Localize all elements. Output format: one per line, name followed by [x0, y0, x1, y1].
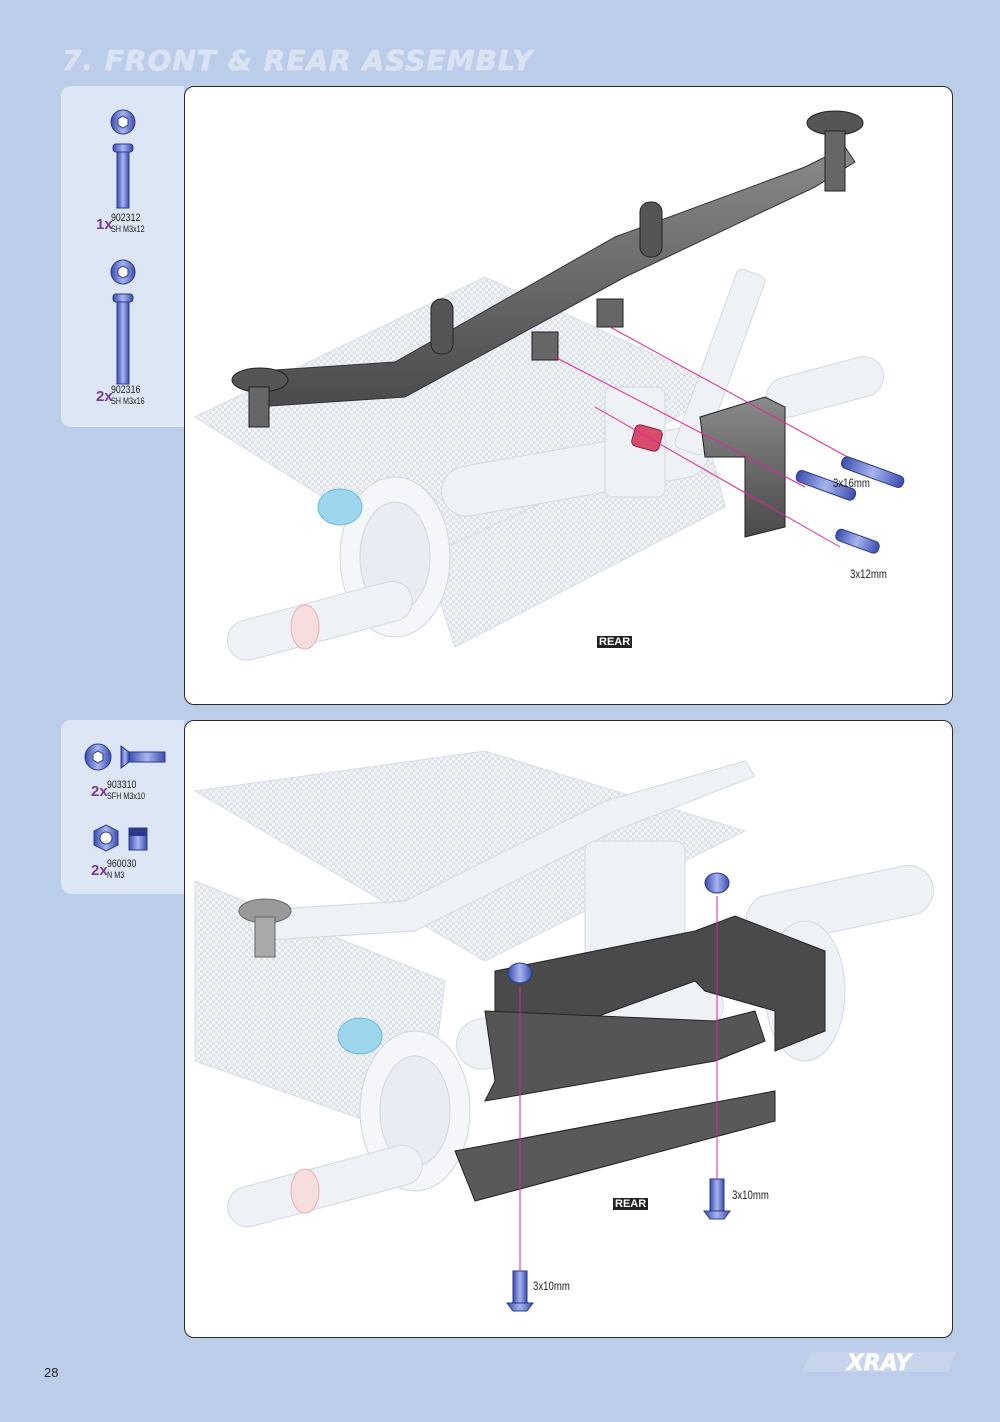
part-code: 902316 SH M3x16 — [111, 385, 145, 407]
part-desc: SH M3x12 — [111, 224, 145, 234]
part-desc: SH M3x16 — [111, 396, 145, 406]
socket-head-screw-icon — [110, 109, 136, 209]
flat-head-screw-icon — [84, 743, 166, 771]
step1-illustration-panel: 3x16mm 3x12mm REAR — [184, 86, 953, 705]
part-qty: 2x — [91, 862, 108, 879]
page-title: 7. FRONT & REAR ASSEMBLY — [62, 44, 534, 77]
parts-box-step2: 2x 903310 SFH M3x10 2x 960030 N M3 — [61, 720, 184, 894]
part-number: 902316 — [111, 384, 141, 396]
part-code: 902312 SH M3x12 — [111, 213, 145, 235]
part-qty: 2x — [91, 783, 108, 800]
dimension-label: 3x12mm — [850, 567, 887, 581]
part-qty: 1x — [96, 216, 113, 233]
orientation-label-text: REAR — [613, 1198, 649, 1210]
page-number: 28 — [44, 1365, 59, 1380]
part-code: 903310 SFH M3x10 — [107, 780, 145, 802]
part-number: 960030 — [107, 858, 137, 870]
part-code: 960030 N M3 — [107, 859, 136, 881]
dimension-label: 3x10mm — [732, 1188, 769, 1202]
rear-brace-illustration — [193, 750, 934, 1312]
dimension-label: 3x10mm — [533, 1279, 570, 1293]
dimension-label: 3x16mm — [833, 476, 870, 490]
rear-assembly-illustration — [193, 110, 905, 661]
parts-box-step1: 1x 902312 SH M3x12 2x 902316 SH M3x16 — [61, 86, 184, 427]
part-number: 902312 — [111, 212, 141, 224]
part-number: 903310 — [107, 779, 137, 791]
part-desc: SFH M3x10 — [107, 791, 146, 801]
part-qty: 2x — [96, 388, 113, 405]
orientation-label: REAR — [613, 1198, 649, 1210]
nut-icon — [93, 824, 148, 852]
socket-head-screw-icon — [110, 259, 136, 385]
orientation-label: REAR — [597, 636, 633, 648]
part-desc: N M3 — [107, 870, 125, 880]
orientation-label-text: REAR — [597, 636, 633, 648]
step2-illustration-panel: 3x10mm 3x10mm REAR — [184, 720, 953, 1338]
brand-logo: XRAY — [800, 1350, 958, 1379]
brand-name: XRAY — [845, 1351, 913, 1374]
